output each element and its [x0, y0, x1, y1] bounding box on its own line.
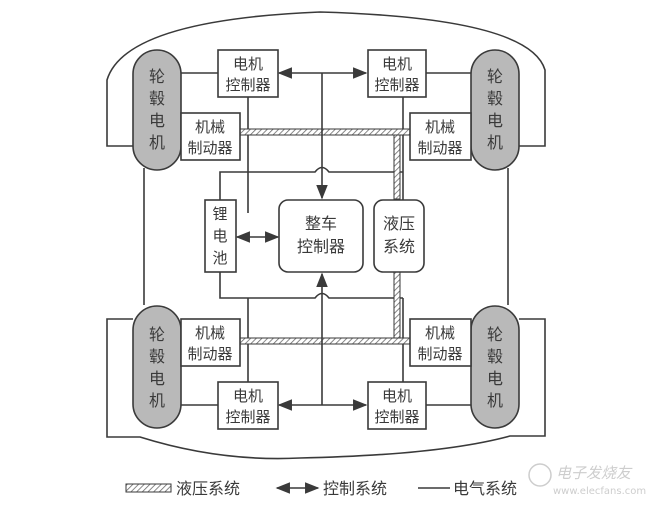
controller-label: 控制器 [225, 76, 270, 94]
controller-label: 电机 [233, 55, 263, 73]
hub-motor-rear-right: 轮 毂 电 机 [470, 305, 520, 429]
mechanical-brake-rear-left: 机械 制动器 [180, 318, 241, 367]
vcu-label: 控制器 [297, 237, 345, 256]
motor-controller-front-left: 电机 控制器 [217, 49, 279, 98]
hub-motor-label: 机 [487, 391, 503, 410]
controller-label: 控制器 [374, 408, 419, 426]
vcu-label: 整车 [305, 214, 337, 233]
hydraulic-system: 液压 系统 [373, 199, 425, 273]
watermark-brand: 电子发烧友 [556, 464, 633, 482]
hub-motor-front-left: 轮 毂 电 机 [132, 49, 182, 171]
hub-motor-label: 机 [487, 133, 503, 152]
motor-controller-rear-left: 电机 控制器 [217, 381, 279, 430]
controller-label: 电机 [382, 387, 412, 405]
controller-label: 电机 [233, 387, 263, 405]
watermark-url: www.elecfans.com [553, 486, 646, 497]
legend: 液压系统 控制系统 电气系统 [125, 479, 517, 498]
hydraulic-line-rear [239, 337, 411, 345]
hub-motor-label: 电 [487, 111, 503, 130]
body-top-curve [106, 11, 546, 147]
brake-label: 机械 [425, 118, 455, 136]
electrical-lines [143, 72, 509, 406]
controller-label: 控制器 [225, 408, 270, 426]
mechanical-brake-front-left: 机械 制动器 [180, 112, 241, 161]
legend-hydraulic-swatch [125, 483, 172, 493]
body-bottom-curve [106, 318, 546, 460]
motor-controller-front-right: 电机 控制器 [367, 49, 427, 98]
battery-label: 电 [212, 227, 227, 245]
hub-motor-label: 毂 [149, 347, 165, 366]
controller-label: 控制器 [374, 76, 419, 94]
mechanical-brake-front-right: 机械 制动器 [409, 112, 472, 161]
vehicle-controller: 整车 控制器 [278, 199, 364, 273]
hub-motor-label: 轮 [487, 325, 503, 344]
legend-hydraulic-label: 液压系统 [176, 479, 240, 498]
car-body-outline [106, 11, 546, 460]
hub-motor-label: 毂 [487, 347, 503, 366]
hub-motor-label: 电 [149, 369, 165, 388]
brake-label: 制动器 [187, 345, 232, 363]
hub-motor-label: 轮 [149, 67, 165, 86]
battery-label: 锂 [212, 205, 227, 223]
hub-motor-label: 机 [149, 391, 165, 410]
brake-label: 制动器 [417, 139, 462, 157]
controller-label: 电机 [382, 55, 412, 73]
hub-motor-label: 机 [149, 133, 165, 152]
hub-motor-rear-left: 轮 毂 电 机 [132, 305, 182, 429]
hub-motor-label: 轮 [487, 67, 503, 86]
mechanical-brake-rear-right: 机械 制动器 [409, 318, 472, 367]
battery-label: 池 [212, 249, 227, 267]
hub-motor-front-right: 轮 毂 电 机 [470, 49, 520, 171]
watermark-logo-icon [528, 463, 552, 487]
watermark: 电子发烧友 www.elecfans.com [528, 454, 654, 505]
brake-label: 机械 [425, 324, 455, 342]
hydraulic-label: 系统 [383, 237, 415, 256]
hub-motor-label: 电 [487, 369, 503, 388]
hub-motor-label: 轮 [149, 325, 165, 344]
brake-label: 机械 [195, 118, 225, 136]
hub-motor-label: 毂 [487, 89, 503, 108]
hydraulic-line-front [239, 128, 411, 136]
hub-motor-label: 毂 [149, 89, 165, 108]
legend-electric-label: 电气系统 [453, 479, 517, 498]
brake-label: 机械 [195, 324, 225, 342]
brake-label: 制动器 [187, 139, 232, 157]
hub-motor-label: 电 [149, 111, 165, 130]
brake-label: 制动器 [417, 345, 462, 363]
lithium-battery: 锂 电 池 [204, 199, 237, 273]
control-lines [235, 67, 368, 411]
hydraulic-riser-top [393, 134, 401, 200]
hydraulic-riser-bottom [393, 271, 401, 339]
motor-controller-rear-right: 电机 控制器 [367, 381, 427, 430]
legend-control-label: 控制系统 [323, 479, 387, 498]
hydraulic-label: 液压 [383, 214, 415, 233]
